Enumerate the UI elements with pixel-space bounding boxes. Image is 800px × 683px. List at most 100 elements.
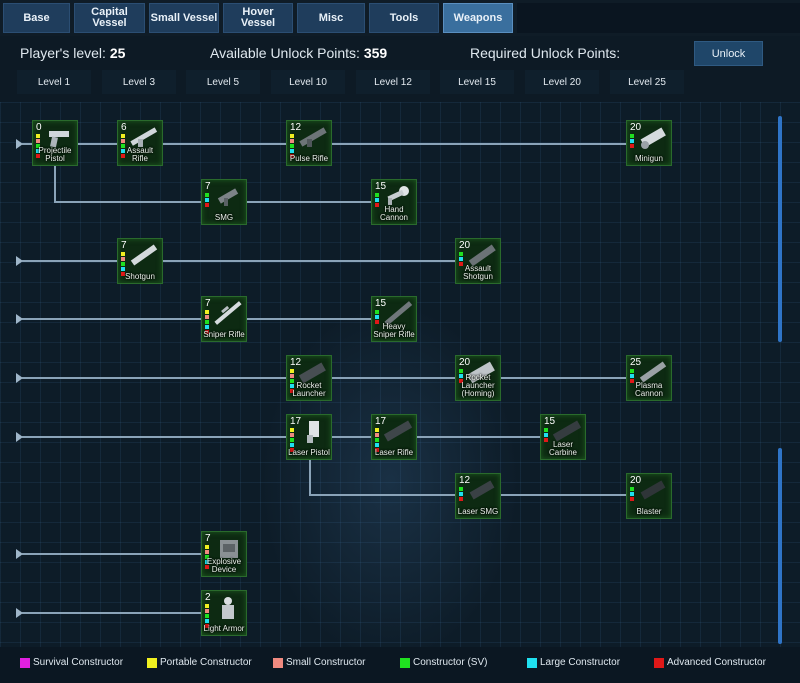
smg-icon (217, 188, 239, 206)
explosive-icon (220, 540, 238, 558)
tech-node-pulse-rifle[interactable]: 12 Pulse Rifle (286, 120, 332, 166)
node-label: Sniper Rifle (203, 330, 245, 339)
armor-icon (222, 597, 234, 619)
unlock-cost: 15 (375, 181, 387, 192)
constructor-bars (544, 428, 548, 443)
tech-node-plasma-cannon[interactable]: 25 Plasma Cannon (626, 355, 672, 401)
constructor-bars (205, 604, 209, 629)
tech-node-minigun[interactable]: 20 Minigun (626, 120, 672, 166)
connector-line (22, 377, 652, 379)
constructor-bars (290, 369, 294, 394)
row-arrow-icon (16, 549, 23, 559)
unlock-cost: 15 (375, 298, 387, 309)
tech-node-smg[interactable]: 7 SMG (201, 179, 247, 225)
constructor-bars (121, 252, 125, 277)
tab-tools[interactable]: Tools (369, 3, 439, 33)
tech-node-laser-pistol[interactable]: 17 Laser Pistol (286, 414, 332, 460)
constructor-bars (375, 310, 379, 325)
tech-node-light-armor[interactable]: 2 Light Armor (201, 590, 247, 636)
constructor-bars (290, 428, 294, 453)
connector-line (22, 612, 222, 614)
legend-swatch (527, 657, 537, 668)
tech-node-blaster[interactable]: 20 Blaster (626, 473, 672, 519)
unlock-button[interactable]: Unlock (694, 41, 763, 66)
tech-node-rocket-launcher[interactable]: 12 Rocket Launcher (286, 355, 332, 401)
legend-swatch (654, 657, 664, 668)
constructor-bars (630, 369, 634, 384)
tech-node-hand-cannon[interactable]: 15 Hand Cannon (371, 179, 417, 225)
tab-base[interactable]: Base (3, 3, 70, 33)
node-label: SMG (214, 213, 234, 222)
node-label: Laser Rifle (374, 448, 414, 457)
tab-small-vessel[interactable]: Small Vessel (149, 3, 219, 33)
tech-node-heavy-sniper-rifle[interactable]: 15 Heavy Sniper Rifle (371, 296, 417, 342)
constructor-bars (630, 487, 634, 502)
scrollbar-lower[interactable] (778, 448, 782, 644)
laser-rifle-icon (552, 420, 582, 442)
connector-line (22, 260, 482, 262)
unlock-cost: 12 (459, 475, 471, 486)
node-label: Laser Carbine (548, 440, 577, 457)
connector-line (22, 143, 652, 145)
node-label: Shotgun (125, 272, 155, 281)
legend-item-survival: Survival Constructor (20, 657, 123, 668)
level-header-25: Level 25 (610, 70, 684, 94)
connector-line (22, 553, 222, 555)
rifle-icon (299, 127, 327, 147)
tech-node-assault-rifle[interactable]: 6 Assault Rifle (117, 120, 163, 166)
constructor-bars (290, 134, 294, 159)
unlock-cost: 12 (290, 122, 302, 133)
tab-misc[interactable]: Misc (297, 3, 365, 33)
available-points-label: Available Unlock Points: (210, 45, 360, 61)
constructor-bars (459, 252, 463, 267)
shotgun-icon (130, 244, 158, 266)
legend-label: Advanced Constructor (667, 657, 766, 668)
tab-bar-filler (517, 3, 800, 33)
unlock-cost: 20 (459, 357, 471, 368)
unlock-cost: 6 (121, 122, 127, 133)
tech-node-projectile-pistol[interactable]: 0 Projectile Pistol (32, 120, 78, 166)
tech-node-laser-rifle[interactable]: 17 Laser Rifle (371, 414, 417, 460)
tech-tree[interactable]: 0 Projectile Pistol 6 Assault Rifle 12 P… (0, 102, 800, 647)
unlock-cost: 7 (205, 181, 211, 192)
player-level-label: Player's level: (20, 45, 106, 61)
plasma-icon (639, 361, 667, 383)
scrollbar-upper[interactable] (778, 116, 782, 342)
tech-node-assault-shotgun[interactable]: 20 Assault Shotgun (455, 238, 501, 284)
constructor-bars (375, 428, 379, 453)
tab-capital-vessel[interactable]: Capital Vessel (74, 3, 145, 33)
tab-hover-vessel[interactable]: Hover Vessel (223, 3, 293, 33)
unlock-cost: 20 (630, 122, 642, 133)
tech-node-laser-smg[interactable]: 12 Laser SMG (455, 473, 501, 519)
rifle-icon (130, 127, 158, 147)
laser-rifle-icon (383, 420, 413, 442)
node-label: Heavy Sniper Rifle (373, 322, 415, 339)
legend-item-large: Large Constructor (527, 657, 620, 668)
tech-node-explosive-device[interactable]: 7 Explosive Device (201, 531, 247, 577)
legend-swatch (273, 657, 283, 668)
connector-line (54, 166, 56, 203)
legend-label: Survival Constructor (33, 657, 124, 668)
node-label: Minigun (634, 154, 663, 163)
node-label: Assault Shotgun (463, 264, 493, 281)
legend-item-portable: Portable Constructor (147, 657, 252, 668)
tech-node-rocket-launcher-homing[interactable]: 20 Rocket Launcher (Homing) (455, 355, 501, 401)
tech-node-laser-carbine[interactable]: 15 Laser Carbine (540, 414, 586, 460)
constructor-legend: Survival Constructor Portable Constructo… (0, 648, 800, 683)
legend-label: Small Constructor (286, 657, 366, 668)
unlock-cost: 7 (205, 298, 211, 309)
unlock-cost: 25 (630, 357, 642, 368)
node-label: Hand Cannon (379, 205, 409, 222)
tab-weapons[interactable]: Weapons (443, 3, 513, 33)
unlock-cost: 0 (36, 122, 42, 133)
tech-node-sniper-rifle[interactable]: 7 Sniper Rifle (201, 296, 247, 342)
unlock-cost: 12 (290, 357, 302, 368)
node-label: Pulse Rifle (289, 154, 329, 163)
node-label: Explosive Device (206, 557, 242, 574)
tab-bar: Base Capital Vessel Small Vessel Hover V… (0, 0, 800, 36)
laser-pistol-icon (307, 421, 319, 443)
tech-node-shotgun[interactable]: 7 Shotgun (117, 238, 163, 284)
legend-label: Constructor (SV) (413, 657, 488, 668)
unlock-cost: 17 (290, 416, 302, 427)
blaster-icon (640, 480, 666, 500)
